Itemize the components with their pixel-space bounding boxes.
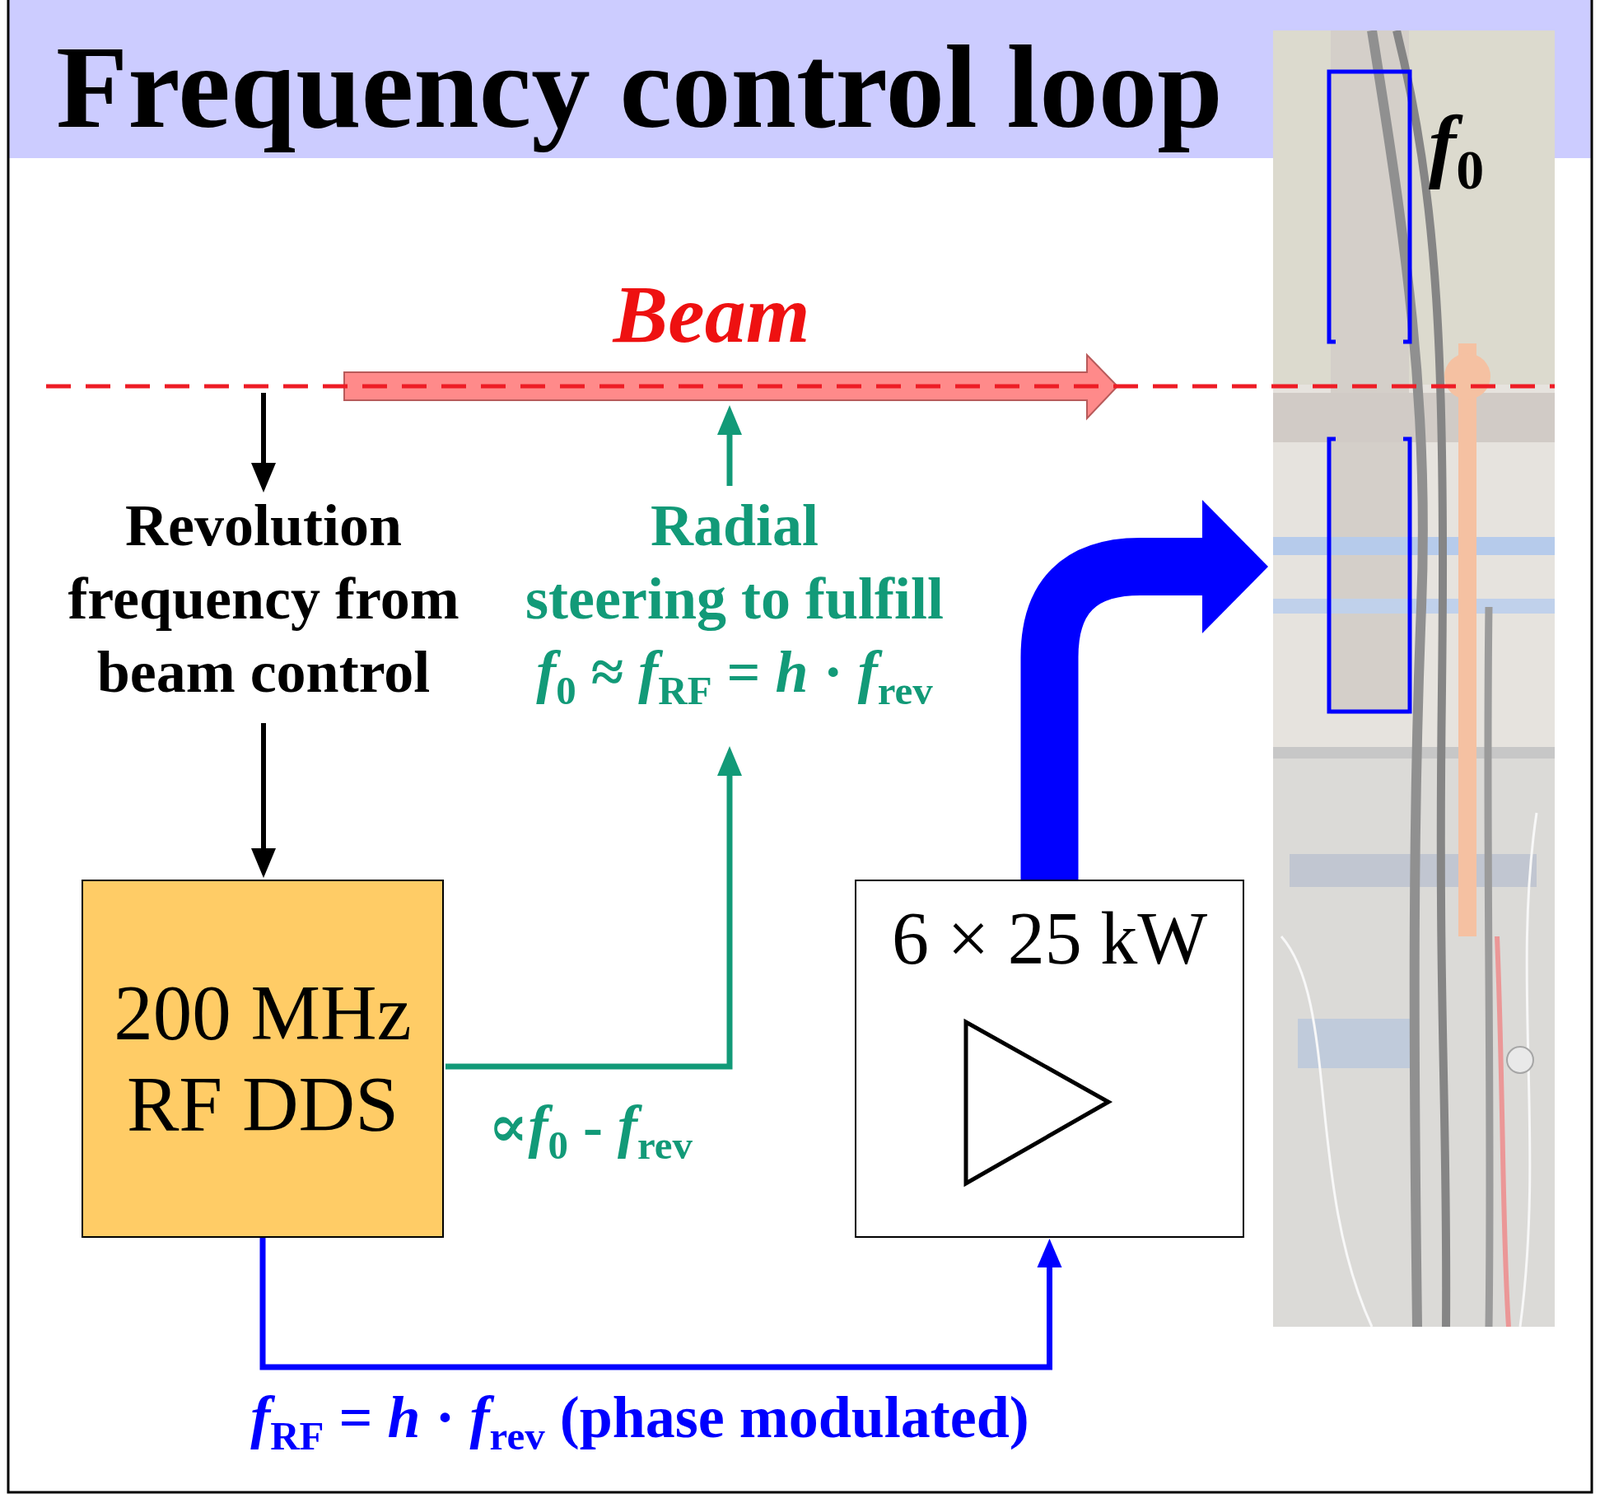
connector [262,1237,1063,1367]
radial-signal-line [445,774,730,1067]
cavity-photo-illustration [1273,30,1555,1327]
symbol-italic: f [527,1093,548,1160]
photo-ground [1273,30,1555,1327]
cavity-outline [1329,438,1410,712]
subscript: rev [877,667,933,714]
symbol-italic: h [775,639,809,705]
title-text: Frequency control loop [55,16,1223,159]
beam-label: Beam [613,265,811,364]
symbol-italic: f [638,639,658,705]
node-text: 6 × 25 kW [856,881,1243,982]
page-frame [8,0,1592,1493]
subscript: 0 [555,667,576,714]
symbol-italic: f [858,639,878,705]
arrow-head [1202,499,1269,634]
beam-line [1273,384,1555,389]
cavity-photo: f0 [1273,30,1555,1327]
dds-box: 200 MHz RF DDS [81,879,444,1238]
connector-line [262,1237,1050,1367]
connector-label: fRF = h · frev (phase modulated) [250,1380,1029,1461]
subscript: 0 [547,1122,568,1168]
wash-overlay [1273,30,1555,1327]
amplifier-triangle [965,1021,1109,1184]
beam-line [46,384,1274,389]
connector-line [1049,566,1205,880]
arrow-head [1037,1238,1063,1268]
feed-arrow [261,723,266,850]
symbol-italic: f [250,1384,271,1451]
node-text: f0 [1428,99,1484,191]
signal-name: ∝f0 - frev [488,1090,693,1170]
steering-arrow [727,433,733,486]
subscript: RF [657,667,712,714]
amplifier-box: 6 × 25 kW [854,879,1245,1238]
symbol-italic: f [536,639,556,705]
connector [1049,499,1269,880]
symbol-italic: f [1428,98,1456,191]
arrow-head [251,462,276,493]
symbol-italic: f [617,1093,638,1160]
arrow-head [251,848,276,878]
pickup-arrow [261,392,266,467]
cavity-outline [1329,71,1410,342]
node-text: 200 MHz RF DDS [113,967,412,1151]
subscript: 0 [1455,138,1484,201]
symbol-italic: f [470,1384,490,1451]
subscript: rev [489,1413,546,1459]
subscript: RF [270,1413,324,1459]
signal-note: Revolution frequency from beam control [67,489,459,710]
subscript: rev [637,1122,693,1168]
arrow-head [717,405,742,435]
arrow-head [717,746,742,776]
steering-note: Radial steering to fulfill f0 ≈ fRF = h … [525,489,944,715]
symbol-italic: h [387,1384,421,1451]
